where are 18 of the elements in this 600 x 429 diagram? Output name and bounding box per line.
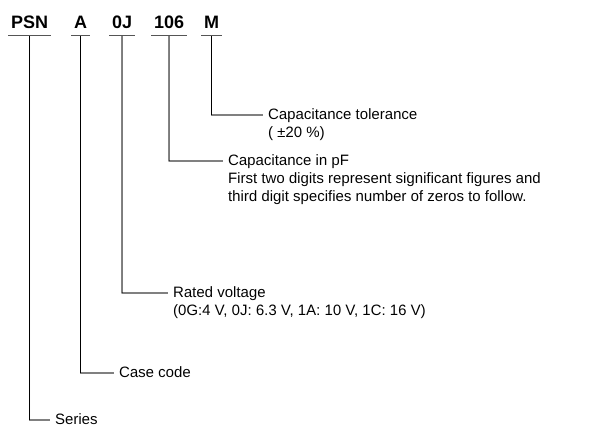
code-segment: PSN bbox=[8, 12, 52, 36]
leader-line bbox=[211, 36, 264, 116]
description-heading: Case code bbox=[119, 364, 192, 382]
leader-line bbox=[168, 36, 224, 162]
description-text: First two digits represent significant figures and third digit specifies number of zeros to follow. bbox=[228, 170, 542, 206]
description-heading: Capacitance tolerance bbox=[268, 106, 418, 124]
description-text: ( ±20 %) bbox=[268, 124, 326, 142]
description-heading: Capacitance in pF bbox=[228, 152, 350, 170]
code-segment: 106 bbox=[151, 12, 188, 36]
leader-line bbox=[29, 36, 50, 420]
description-heading: Series bbox=[55, 411, 99, 429]
leader-line bbox=[122, 36, 168, 294]
description-text: (0G:4 V, 0J: 6.3 V, 1A: 10 V, 1C: 16 V) bbox=[173, 302, 427, 320]
code-segment: M bbox=[201, 12, 222, 36]
leader-line bbox=[80, 36, 114, 374]
description-heading: Rated voltage bbox=[173, 284, 267, 302]
code-segment: 0J bbox=[109, 12, 136, 36]
code-segment: A bbox=[71, 12, 90, 36]
